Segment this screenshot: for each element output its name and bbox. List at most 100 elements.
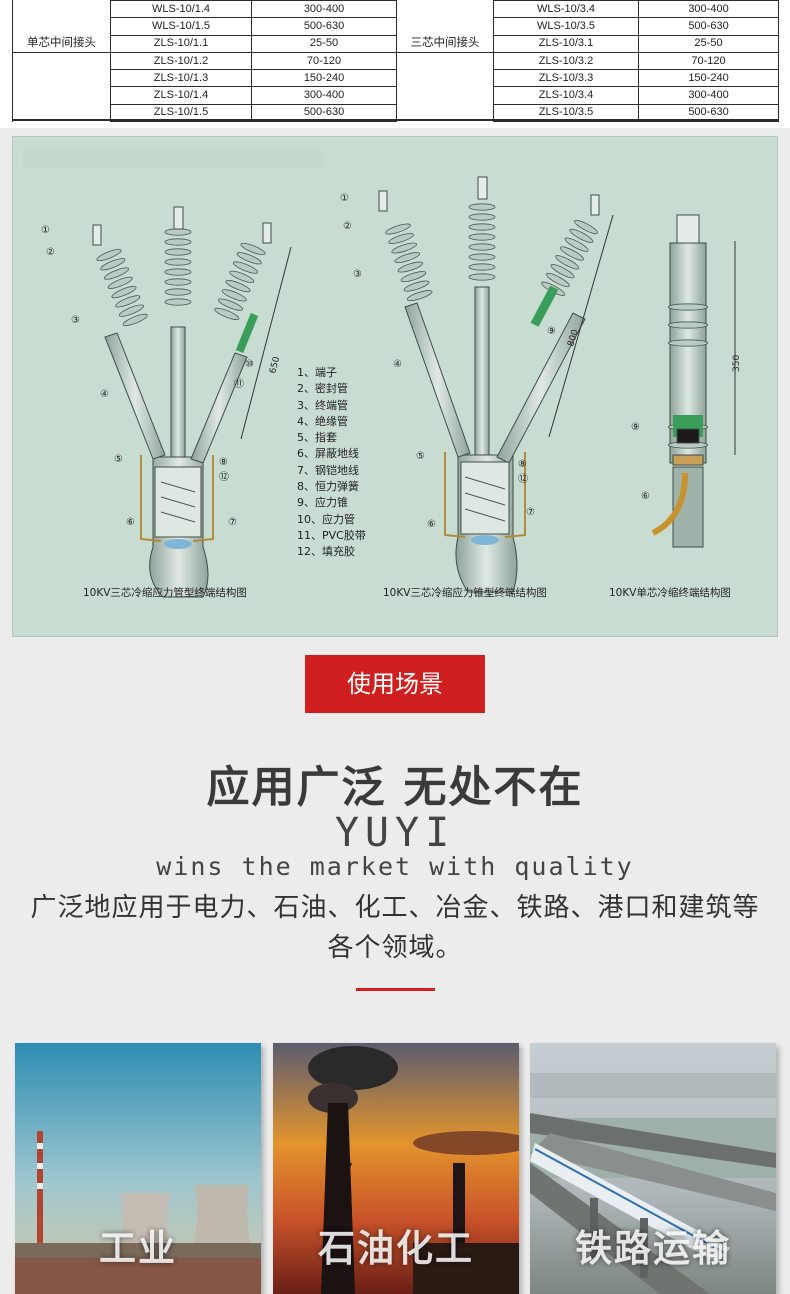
callout-left-1: ① [41, 225, 50, 236]
callout-left-5: ⑤ [114, 454, 123, 465]
legend-item: 5、指套 [297, 431, 337, 445]
left-model-cell: ZLS-10/1.4 [110, 86, 252, 105]
left-model-cell: WLS-10/1.5 [110, 17, 252, 36]
high-speed-rail-bridge-photo [530, 1043, 776, 1294]
callout-left-2: ② [46, 247, 55, 258]
callout-middle-9: ⑨ [547, 326, 556, 337]
left-range-cell: 500-630 [251, 103, 397, 123]
callout-left-7: ⑦ [228, 517, 237, 528]
right-range-cell: 500-630 [638, 17, 779, 36]
right-range-cell: 150-240 [638, 69, 779, 88]
callout-middle-7: ⑦ [526, 507, 535, 518]
left-model-cell: WLS-10/1.4 [110, 0, 252, 19]
callout-middle-1: ① [340, 193, 349, 204]
dimension-left-label: 650 [268, 355, 282, 374]
right-group-cell [396, 17, 494, 36]
right-model-cell: WLS-10/3.4 [493, 0, 639, 19]
callout-middle-6: ⑥ [427, 519, 436, 530]
right-range-cell: 70-120 [638, 51, 779, 71]
brand-tagline: wins the market with quality [156, 852, 634, 881]
scene-label-industry: 工业 [99, 1227, 177, 1270]
callout-left-10: ⑩ [245, 359, 254, 370]
scene-label-petrochemical: 石油化工 [318, 1227, 474, 1270]
legend-item: 9、应力锥 [297, 496, 348, 510]
right-group-cell: 三芯中间接头 [396, 35, 494, 53]
middle-termination [378, 176, 614, 593]
callout-middle-8: ⑧ [518, 459, 527, 470]
right-range-cell: 25-50 [638, 34, 779, 53]
caption-left: 10KV三芯冷缩应力管型终端结构图 [83, 587, 247, 599]
left-range-cell: 300-400 [251, 0, 397, 19]
red-divider [356, 988, 435, 991]
left-model-cell: ZLS-10/1.3 [110, 69, 252, 88]
callout-markers: ① ② ③ ④ ⑤ ⑥ ⑦ ⑧ ⑫ ⑪ ⑩ ① ② ③ ④ ⑤ ⑥ ⑦ ⑧ ⑫ … [41, 193, 650, 530]
dimension-middle-label: 800 [566, 328, 581, 348]
right-termination [651, 214, 736, 548]
legend-item: 3、终端管 [297, 398, 348, 412]
left-range-cell: 150-240 [251, 69, 397, 88]
right-model-cell: ZLS-10/3.1 [493, 34, 639, 53]
left-model-cell: ZLS-10/1.2 [110, 51, 252, 71]
left-model-cell: ZLS-10/1.5 [110, 103, 252, 123]
right-model-cell: ZLS-10/3.5 [493, 103, 639, 123]
callout-left-6: ⑥ [126, 517, 135, 528]
right-model-cell: ZLS-10/3.3 [493, 69, 639, 88]
section-description: 广泛地应用于电力、石油、化工、冶金、铁路、港口和建筑等各个领域。 [30, 893, 760, 963]
left-group-cell [12, 0, 111, 18]
callout-left-12: ⑫ [219, 471, 229, 483]
callout-left-11: ⑪ [234, 378, 244, 390]
right-group-cell [396, 69, 494, 87]
right-range-cell: 300-400 [638, 0, 779, 19]
left-group-cell [12, 17, 111, 36]
legend-item: 10、应力管 [297, 512, 355, 526]
right-model-cell: ZLS-10/3.4 [493, 86, 639, 105]
legend-item: 8、恒力弹簧 [297, 480, 359, 494]
callout-middle-5: ⑤ [416, 451, 425, 462]
left-range-cell: 25-50 [251, 34, 397, 53]
industrial-cooling-towers-photo [15, 1043, 261, 1294]
right-model-cell: WLS-10/3.5 [493, 17, 639, 36]
right-group-cell [396, 86, 494, 105]
termination-structure-diagram: 650 800 [12, 136, 778, 637]
callout-left-3: ③ [71, 315, 80, 326]
right-model-cell: ZLS-10/3.2 [493, 51, 639, 71]
scene-card-railway: 铁路运输 [530, 1043, 776, 1294]
left-group-cell [12, 86, 111, 105]
right-range-cell: 500-630 [638, 103, 779, 123]
diagram-drawing: 650 800 [23, 149, 742, 598]
dimension-right-label: 350 [732, 355, 742, 372]
scene-card-petrochemical: 石油化工 [273, 1043, 519, 1294]
section-headline: 应用广泛 无处不在 [206, 763, 584, 813]
callout-left-4: ④ [100, 389, 109, 400]
scene-card-industry: 工业 [15, 1043, 261, 1294]
callout-left-8: ⑧ [219, 457, 228, 468]
callout-right-9: ⑨ [631, 422, 640, 433]
callout-middle-2: ② [343, 221, 352, 232]
petrochemical-sunset-photo [273, 1043, 519, 1294]
left-termination [92, 206, 292, 598]
right-group-cell [396, 0, 494, 18]
left-range-cell: 300-400 [251, 86, 397, 105]
left-model-cell: ZLS-10/1.1 [110, 34, 252, 53]
callout-middle-3: ③ [353, 269, 362, 280]
left-range-cell: 500-630 [251, 17, 397, 36]
legend-item: 11、PVC胶带 [297, 528, 366, 542]
section-tag: 使用场景 [305, 655, 485, 713]
caption-right: 10KV单芯冷缩终端结构图 [609, 587, 731, 599]
legend-item: 7、钢铠地线 [297, 463, 359, 477]
left-range-cell: 70-120 [251, 51, 397, 71]
legend-item: 1、端子 [297, 366, 337, 379]
caption-middle: 10KV三芯冷缩应力锥型终端结构图 [383, 587, 547, 599]
left-group-cell [12, 52, 111, 70]
legend-item: 4、绝缘管 [297, 414, 348, 428]
brand-name: YUYI [334, 810, 456, 856]
